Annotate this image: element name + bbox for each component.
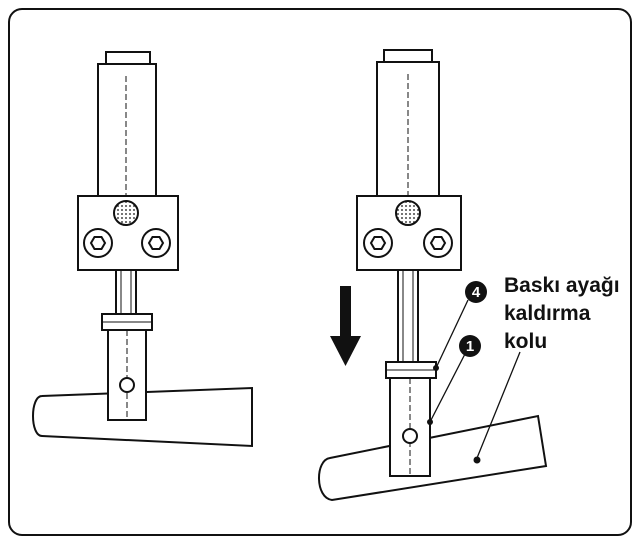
down-arrow-icon: [330, 286, 361, 366]
leader-dot-rod: [427, 419, 433, 425]
part-marker-1: 1: [459, 335, 481, 357]
leader-dot-collar: [433, 365, 439, 371]
presser-lever-callout: Baskı ayağı kaldırma kolu: [504, 272, 620, 356]
left-set-screw-icon: [113, 200, 139, 226]
right-set-screw-icon: [395, 200, 421, 226]
svg-text:1: 1: [466, 338, 474, 355]
callout-line-2: kaldırma: [504, 302, 591, 325]
leader-lines: [429, 299, 521, 459]
callout-line-3: kolu: [504, 330, 548, 353]
callout-line-1: Baskı ayağı: [504, 274, 620, 297]
right-presser-lever: [318, 414, 548, 502]
part-marker-4: 4: [465, 281, 487, 303]
right-assembly: [318, 49, 548, 502]
svg-text:4: 4: [472, 284, 481, 301]
left-assembly: [32, 51, 253, 448]
leader-dot-lever: [473, 456, 481, 464]
